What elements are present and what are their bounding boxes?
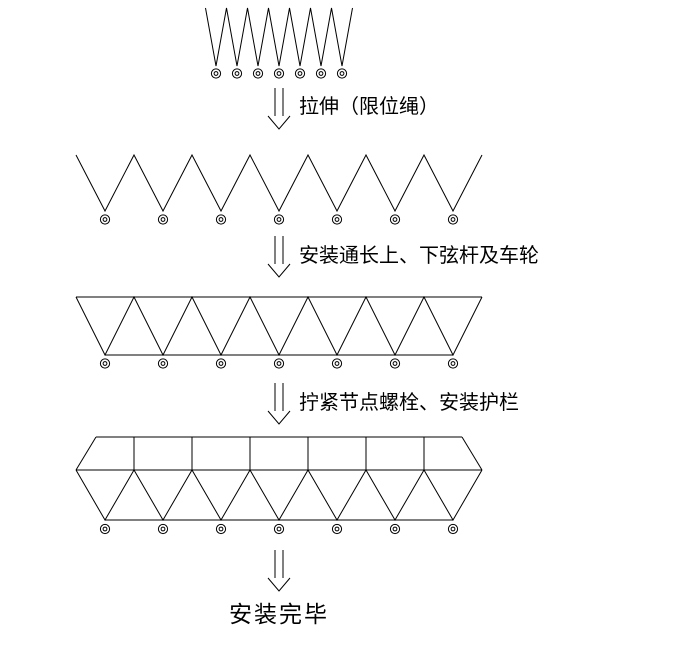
guardrail-right-end-diagonal [461,436,483,471]
flow-arrow-4 [267,549,291,592]
wheel-icon [273,523,285,535]
wheel-icon [331,214,343,225]
wheel-icon [215,523,227,535]
wheel-icon [210,68,222,79]
wheel-icon [331,523,343,535]
wheels-row-3 [99,358,459,369]
step-label-3: 拧紧节点螺栓、安装护栏 [299,390,519,414]
wheels-row-4 [99,523,459,535]
wheels-row-2 [99,214,459,225]
wheel-icon [215,214,227,225]
final-label: 安装完毕 [229,602,329,628]
folded-truss-zigzag [205,7,353,67]
wheel-icon [273,214,285,225]
figure-expanded-v-frames [75,153,483,225]
wheel-icon [447,523,459,535]
down-arrow-icon [267,87,291,130]
wheel-icon [99,358,111,369]
web-zigzag [75,295,483,357]
guardrail-left-end-diagonal [75,436,97,471]
figure-folded-truss [205,7,353,79]
wheel-icon [157,214,169,225]
wheel-icon [273,68,285,79]
down-arrow-icon [267,549,291,592]
wheels-row-1 [210,68,348,79]
wheel-icon [331,358,343,369]
wheel-icon [99,523,111,535]
wheel-icon [157,523,169,535]
wheel-icon [215,358,227,369]
wheel-icon [315,68,327,79]
wheel-icon [157,358,169,369]
wheel-icon [389,358,401,369]
wheel-icon [389,214,401,225]
wheel-icon [273,358,285,369]
flow-arrow-1 [267,87,291,130]
wheel-icon [336,68,348,79]
step-label-1: 拉伸（限位绳） [299,94,439,118]
wheel-icon [447,358,459,369]
flow-arrow-3 [267,382,291,425]
down-arrow-icon [267,235,291,278]
web-zigzag [75,469,483,521]
wheel-icon [252,68,264,79]
down-arrow-icon [267,382,291,425]
wheel-icon [389,523,401,535]
expanded-zigzag [75,153,483,213]
step-label-2: 安装通长上、下弦杆及车轮 [299,243,539,267]
figure-truss-chords [75,295,483,369]
wheel-icon [99,214,111,225]
wheel-icon [231,68,243,79]
wheel-icon [294,68,306,79]
figure-truss-guardrail [75,436,483,535]
wheel-icon [447,214,459,225]
flow-arrow-2 [267,235,291,278]
guardrail-posts [133,437,425,470]
